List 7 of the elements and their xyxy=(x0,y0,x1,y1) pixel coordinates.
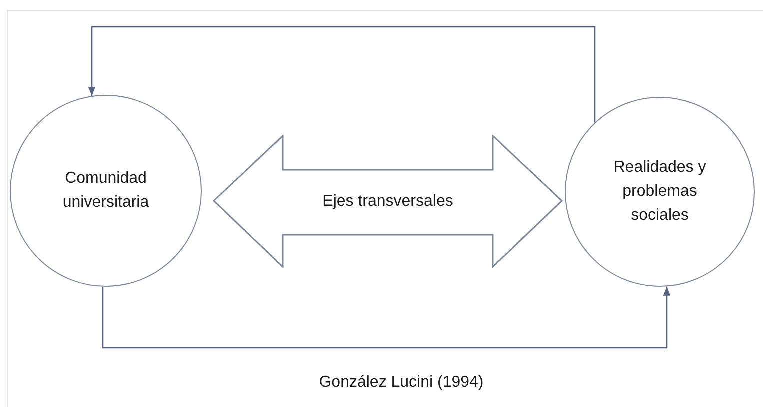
node-label: Comunidad universitaria xyxy=(62,169,150,213)
node-label: Ejes transversales xyxy=(322,192,454,212)
connector-arrow xyxy=(102,286,671,349)
caption: González Lucini (1994) xyxy=(318,373,485,393)
double-arrow-shape xyxy=(213,135,563,268)
connector-arrow xyxy=(88,26,596,123)
node-label: Realidades y problemas sociales xyxy=(612,158,708,226)
